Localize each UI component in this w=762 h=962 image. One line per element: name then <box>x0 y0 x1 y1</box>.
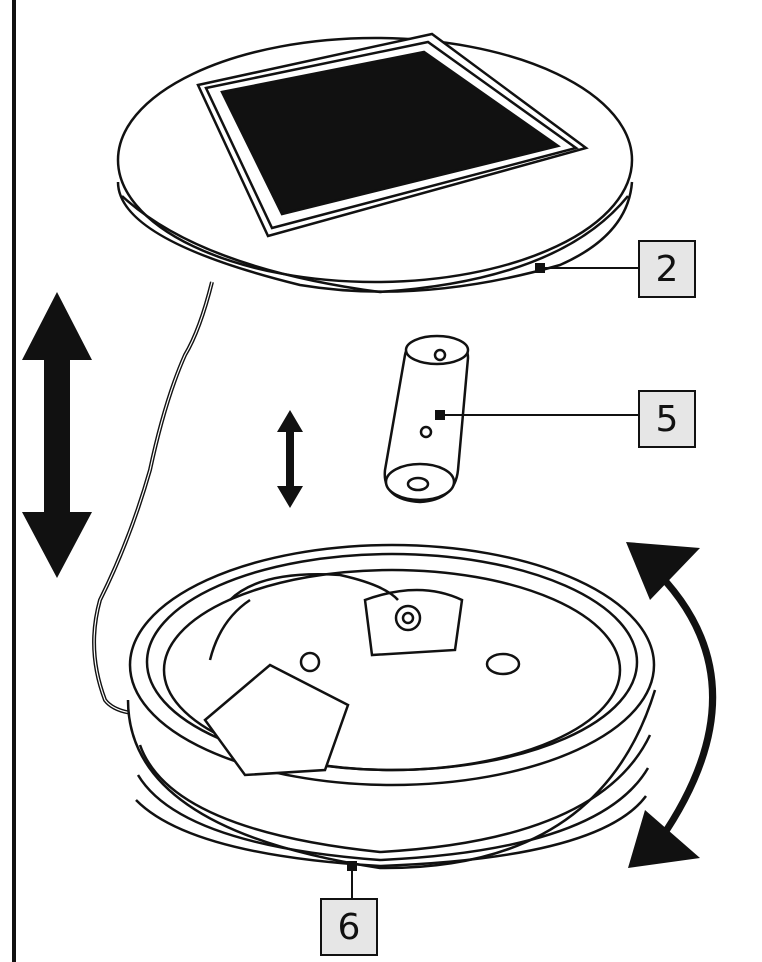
callout-6: 6 <box>320 898 378 956</box>
solar-lid <box>116 32 634 294</box>
battery-holder <box>363 588 464 657</box>
base-housing <box>126 543 657 870</box>
solar-panel <box>196 32 589 238</box>
leader-lines <box>347 263 638 898</box>
double-arrow-icon <box>22 292 92 578</box>
rotate-arrow-icon <box>626 542 717 868</box>
circuit-board <box>203 663 350 777</box>
battery <box>383 334 470 504</box>
double-arrow-small-icon <box>277 410 303 508</box>
callout-2: 2 <box>638 240 696 298</box>
callout-5: 5 <box>638 390 696 448</box>
